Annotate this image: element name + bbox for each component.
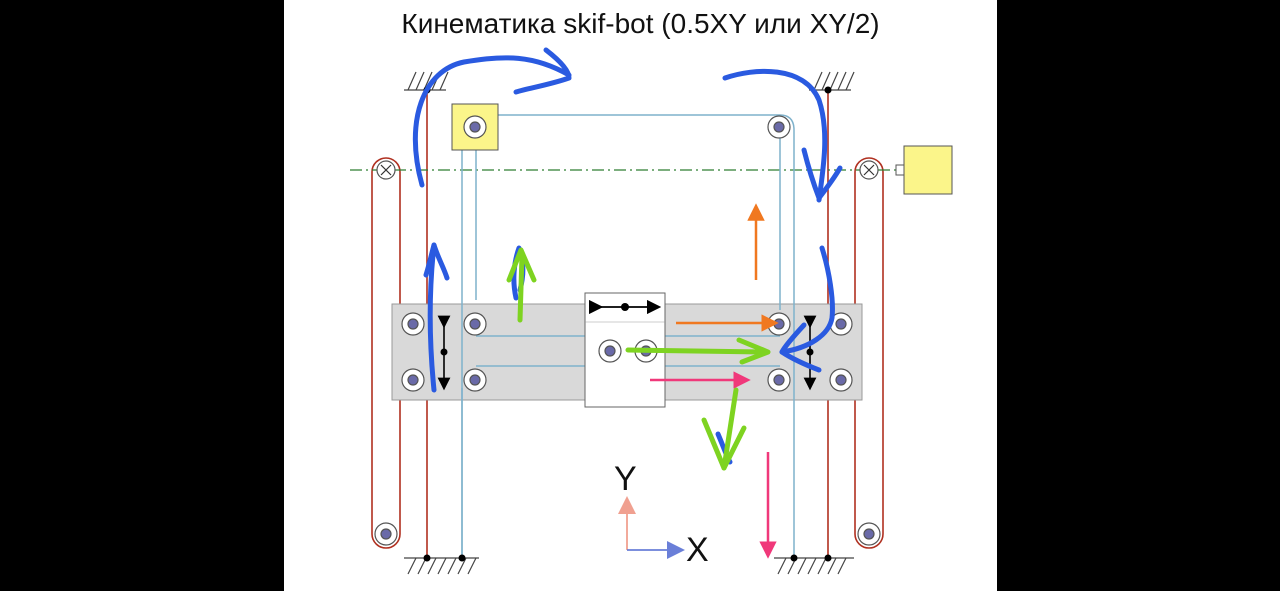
y-axis-label: Y [614,460,637,498]
annotation-pink-arrows [650,371,777,559]
ground-hatch-icon [404,71,855,575]
coordinate-axes: Y X [614,460,709,569]
diagram-title: Кинематика skif-bot (0.5XY или XY/2) [401,8,880,39]
diagram-canvas: Кинематика skif-bot (0.5XY или XY/2) [284,0,997,591]
annotation-green-arrows [506,247,771,471]
pulley-icon [374,115,881,546]
x-axis-label: X [686,531,709,569]
motor-icon [451,103,953,195]
kinematics-diagram: Y X [350,47,953,575]
annotation-orange-arrows [676,203,779,332]
